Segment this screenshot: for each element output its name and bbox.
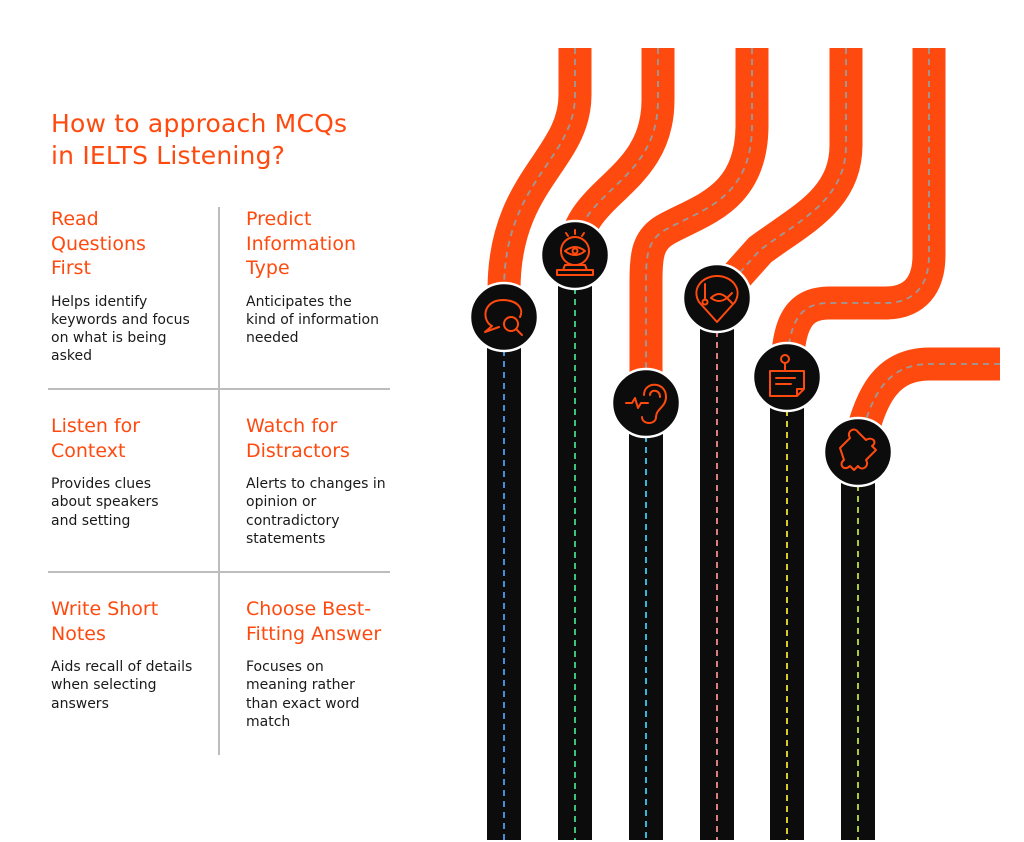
step-description: Alerts to changes in opinion or contradi… [246, 476, 386, 547]
step-description: Aids recall of details when selecting an… [51, 659, 193, 712]
step-description: Provides clues about speakers and settin… [51, 476, 159, 529]
step-description: Anticipates the kind of information need… [246, 293, 379, 347]
step-heading: Predict Information Type [246, 208, 356, 279]
step-description: Helps identify keywords and focus on wha… [51, 293, 190, 365]
title-line-1: How to approach MCQs [51, 109, 348, 138]
step-heading: Watch for Distractors [246, 415, 350, 462]
page-title: How to approach MCQs in IELTS Listening? [51, 108, 411, 172]
step-heading: Choose Best-Fitting Answer [246, 598, 382, 645]
step-heading: Read Questions First [51, 208, 146, 279]
row-divider-1 [48, 388, 390, 390]
row-divider-2 [48, 571, 390, 573]
step-write-short-notes: Write Short Notes Aids recall of details… [51, 597, 211, 713]
step-listen-for-context: Listen for Context Provides clues about … [51, 414, 211, 530]
step-read-questions-first: Read Questions First Helps identify keyw… [51, 207, 211, 366]
title-line-2: in IELTS Listening? [51, 141, 286, 170]
pinned-note-icon [751, 341, 823, 413]
fish-hook-eye-icon [681, 262, 753, 334]
puzzle-piece-icon [822, 416, 894, 488]
step-heading: Listen for Context [51, 415, 141, 462]
step-heading: Write Short Notes [51, 598, 159, 645]
ear-sound-icon [610, 367, 682, 439]
speech-bubble-search-icon [468, 281, 540, 353]
column-divider [218, 207, 220, 755]
step-choose-best-fitting-answer: Choose Best-Fitting Answer Focuses on me… [246, 597, 406, 731]
stem-dashes [503, 255, 859, 840]
step-description: Focuses on meaning rather than exact wor… [246, 659, 360, 730]
step-predict-information-type: Predict Information Type Anticipates the… [246, 207, 406, 347]
step-watch-for-distractors: Watch for Distractors Alerts to changes … [246, 414, 406, 548]
crystal-ball-eye-icon [539, 219, 611, 291]
